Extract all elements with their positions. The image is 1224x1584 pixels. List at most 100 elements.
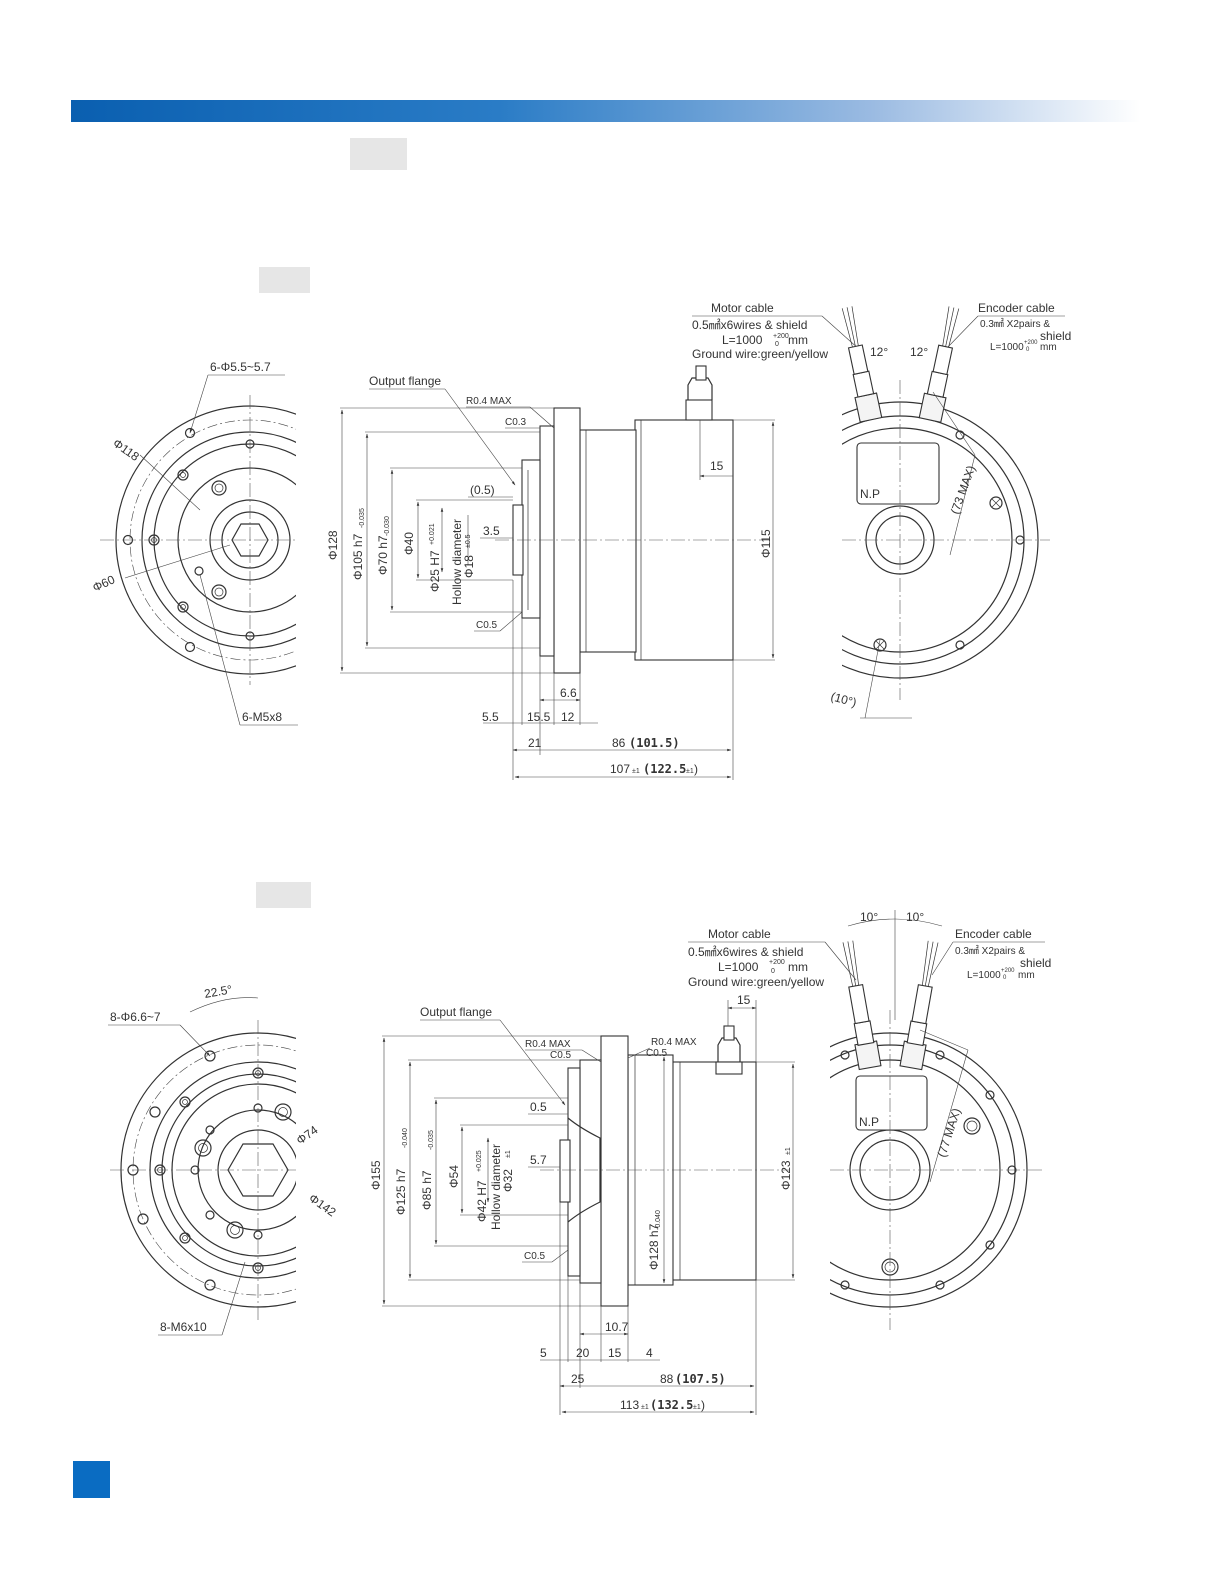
rear-np-label-2: N.P xyxy=(859,1115,879,1129)
drawing-2: 22.5° 8-Φ6.6~7 Φ74 Φ142 8-M6x10 Output f… xyxy=(108,910,1051,1415)
rear-max-label-2: (77 MAX) xyxy=(935,1106,964,1159)
connector-left-1 xyxy=(841,306,883,423)
d1015-label-1: (101.5) xyxy=(629,736,680,750)
encoder-cable-length-2: L=1000 xyxy=(967,970,1001,981)
d86-label-1: 86 xyxy=(612,736,626,750)
phi54-label-2: Φ54 xyxy=(447,1165,461,1188)
encoder-cable-tol-lo-2: 0 xyxy=(1003,975,1007,981)
d113-label-2: 113 xyxy=(620,1398,639,1412)
pcd-inner-label-1: Φ60 xyxy=(90,572,117,595)
tol128-label-2: -0.040 xyxy=(655,1210,662,1230)
d107-label-1: 107 xyxy=(610,762,630,776)
rear-angle-label-1: (10°) xyxy=(829,689,858,709)
phi18-label-1: Φ18 xyxy=(462,555,476,578)
connector-left-2 xyxy=(842,940,882,1071)
front-view-2 xyxy=(110,1020,296,1320)
encoder-cable-unit-2: mm xyxy=(1018,970,1035,981)
phi25-label-1: Φ25 H7 xyxy=(428,550,442,592)
encoder-shield-1: shield xyxy=(1040,329,1071,343)
motor-cable-title-1: Motor cable xyxy=(711,301,774,315)
phi115-label-1: Φ115 xyxy=(759,529,773,558)
c05b-label-2: C0.5 xyxy=(646,1048,668,1059)
connector-right-1 xyxy=(918,306,960,423)
page-number-block xyxy=(73,1461,110,1498)
d1225-label-1: (122.5 xyxy=(643,762,686,776)
d1225-tol-1: ±1 xyxy=(686,768,694,775)
r-max2-label-2: R0.4 MAX xyxy=(651,1037,697,1048)
motor-cable-length-1: L=1000 xyxy=(722,333,763,347)
vertical-dims-2 xyxy=(382,1035,795,1307)
motor-cable-unit-2: mm xyxy=(788,960,808,974)
cable-angle-right-1: 12° xyxy=(910,345,928,359)
phi85-label-2: Φ85 h7 xyxy=(420,1170,434,1210)
pcd-b-label-2: Φ142 xyxy=(306,1191,339,1220)
d05-label-2: 0.5 xyxy=(530,1100,547,1114)
d155-label-1: 15.5 xyxy=(527,710,551,724)
ground-wire-2: Ground wire:green/yellow xyxy=(688,975,824,989)
d66-label-1: 6.6 xyxy=(560,686,577,700)
encoder-cable-tol-1: +200 xyxy=(1024,340,1038,346)
d1325-tol-2: ±1 xyxy=(693,1404,701,1411)
d20-label-2: 20 xyxy=(576,1346,590,1360)
rear-view-1: N.P xyxy=(841,306,1050,719)
tol125-label-2: -0.040 xyxy=(402,1128,409,1148)
rear-np-label-1: N.P xyxy=(860,487,880,501)
d88-label-2: 88 xyxy=(660,1372,674,1386)
encoder-cable-spec-1: 0.3㎟ X2pairs & xyxy=(980,318,1050,330)
phi40-label-1: Φ40 xyxy=(402,532,416,555)
phi125-label-2: Φ125 h7 xyxy=(394,1168,408,1215)
d15top-label-2: 15 xyxy=(737,993,751,1007)
d57-label-2: 5.7 xyxy=(530,1153,547,1167)
tol85-label-2: -0.035 xyxy=(428,1130,435,1150)
d107-tol-1: ±1 xyxy=(632,768,640,775)
motor-cable-spec-1: 0.5㎟x6wires & shield xyxy=(692,318,807,332)
threads-label-1: 6-M5x8 xyxy=(242,710,282,724)
encoder-cable-tol-lo-1: 0 xyxy=(1026,347,1030,353)
encoder-cable-tol-2: +200 xyxy=(1001,968,1015,974)
d5-label-2: 5 xyxy=(540,1346,547,1360)
motor-cable-unit-1: mm xyxy=(788,333,808,347)
c05c-label-2: C0.5 xyxy=(524,1251,546,1262)
angle-label-2: 22.5° xyxy=(203,982,233,1001)
encoder-cable-title-1: Encoder cable xyxy=(978,301,1055,315)
encoder-cable-unit-1: mm xyxy=(1040,342,1057,353)
section-title-placeholder xyxy=(350,138,407,170)
d05-label-1: (0.5) xyxy=(470,483,495,497)
horizontal-dims-1 xyxy=(483,580,734,780)
d35-label-1: 3.5 xyxy=(483,524,500,538)
tol25-label-1: +0.021 xyxy=(429,523,436,545)
cable-angle-right-2: 10° xyxy=(906,910,924,924)
hollow-label-1: Hollow diameter xyxy=(450,519,464,605)
d15-label-2: 15 xyxy=(608,1346,622,1360)
encoder-cable-spec-2: 0.3㎟ X2pairs & xyxy=(955,945,1025,957)
side-view-1 xyxy=(495,365,770,674)
rear-max-label-1: (73 MAX) xyxy=(948,464,978,516)
tol32-label-2: ±1 xyxy=(505,1150,512,1158)
tol123-label-2: ±1 xyxy=(785,1147,792,1155)
horizontal-dims-2 xyxy=(540,1202,757,1415)
phi123-label-2: Φ123 xyxy=(779,1160,793,1190)
hollow-label-2: Hollow diameter xyxy=(489,1144,503,1230)
phi128-label-2: Φ128 h7 xyxy=(647,1223,661,1270)
d1075-label-2: (107.5) xyxy=(675,1372,726,1386)
d1225-close-1: ) xyxy=(694,762,698,776)
d12-label-1: 12 xyxy=(561,710,575,724)
model-1-label-placeholder xyxy=(259,267,310,293)
model-2-label-placeholder xyxy=(256,882,311,908)
d4-label-2: 4 xyxy=(646,1346,653,1360)
d1325-label-2: (132.5 xyxy=(650,1398,693,1412)
vertical-dims-1 xyxy=(340,407,775,674)
tol70-label-1: -0.030 xyxy=(384,516,391,536)
motor-cable-spec-2: 0.5㎟x6wires & shield xyxy=(688,945,803,959)
phi128-label-1: Φ128 xyxy=(326,530,340,560)
c05a-label-2: C0.5 xyxy=(550,1050,572,1061)
d55-label-1: 5.5 xyxy=(482,710,499,724)
d15-label-1: 15 xyxy=(710,459,724,473)
phi105-label-1: Φ105 h7 xyxy=(351,533,365,580)
motor-cable-title-2: Motor cable xyxy=(708,927,771,941)
cable-angle-left-1: 12° xyxy=(870,345,888,359)
motor-cable-tol-lo-1: 0 xyxy=(775,341,779,348)
cable-angle-left-2: 10° xyxy=(860,910,878,924)
encoder-shield-2: shield xyxy=(1020,956,1051,970)
